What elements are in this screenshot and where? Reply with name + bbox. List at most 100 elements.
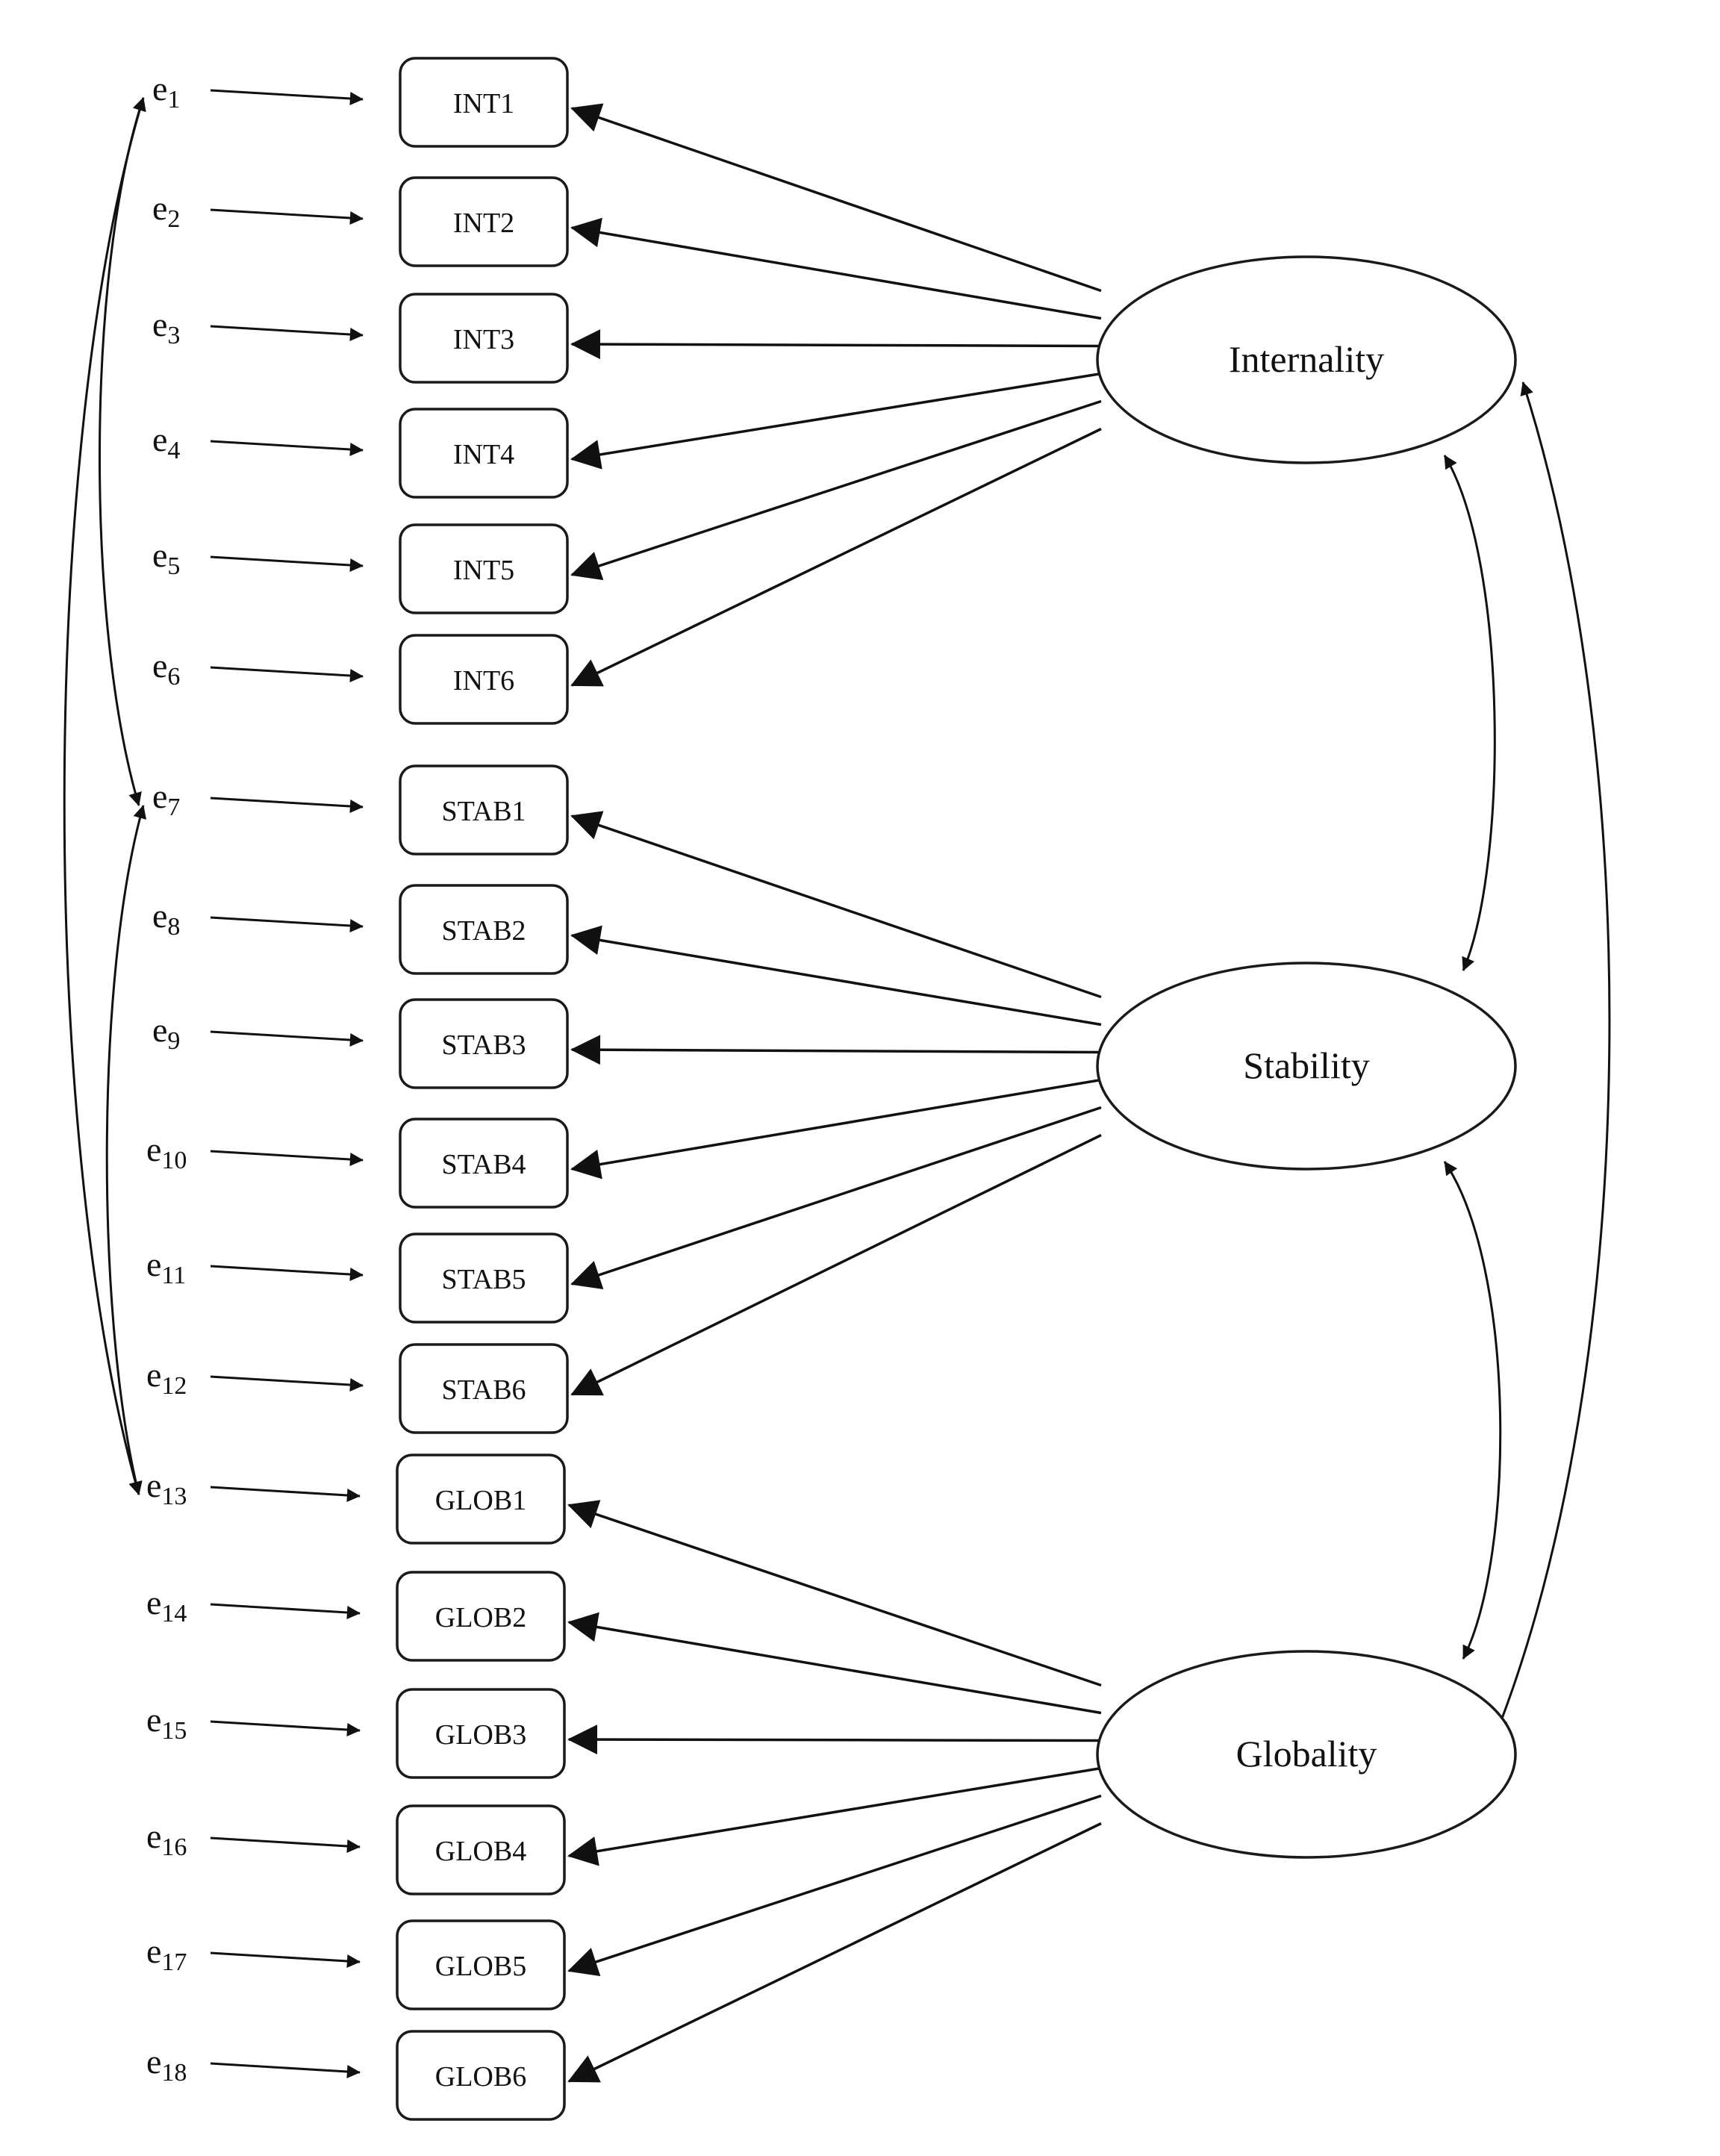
- error-arrow-e18: [210, 2062, 361, 2078]
- indicator-label-stab6: STAB6: [441, 1374, 526, 1406]
- error-arrow-e13: [210, 1486, 361, 1502]
- indicator-label-stab4: STAB4: [441, 1149, 526, 1180]
- indicator-box-stab2: [399, 884, 569, 975]
- indicator-box-glob5: [396, 1919, 566, 2010]
- error-arrow-e15: [210, 1720, 361, 1736]
- factor-covariance-internality-globality: [1495, 381, 1611, 1733]
- error-arrow-e3: [210, 325, 364, 341]
- error-label-e10: e10: [146, 1130, 187, 1174]
- error-label-e17: e17: [146, 1932, 187, 1976]
- indicator-label-int3: INT3: [453, 324, 514, 355]
- error-label-e6: e6: [152, 647, 180, 691]
- loading-arrow-glob4: [567, 1766, 1102, 1866]
- loading-arrow-glob2: [567, 1612, 1102, 1715]
- factor-label-stability: Stability: [1243, 1044, 1369, 1086]
- indicator-label-glob4: GLOB4: [435, 1836, 526, 1867]
- loading-arrow-int1: [570, 103, 1102, 293]
- indicator-box-stab4: [399, 1118, 569, 1209]
- indicator-label-stab5: STAB5: [441, 1264, 526, 1295]
- indicator-box-glob3: [396, 1688, 566, 1779]
- error-arrow-e8: [210, 916, 364, 932]
- error-label-e15: e15: [146, 1701, 187, 1745]
- indicator-label-glob5: GLOB5: [435, 1951, 526, 1982]
- error-label-e4: e4: [152, 420, 180, 464]
- indicator-box-int3: [399, 293, 569, 384]
- loading-arrow-stab2: [570, 925, 1102, 1026]
- indicator-label-int6: INT6: [453, 665, 514, 697]
- indicator-label-stab3: STAB3: [441, 1029, 526, 1061]
- error-arrow-e1: [210, 89, 364, 105]
- error-arrow-e4: [210, 440, 364, 456]
- error-label-e7: e7: [152, 777, 180, 821]
- loading-arrow-stab4: [570, 1078, 1102, 1180]
- indicator-label-glob6: GLOB6: [435, 2061, 526, 2093]
- factor-covariance-internality-stability: [1443, 455, 1496, 971]
- error-covariance-e1-e7: [99, 97, 146, 806]
- factor-label-internality: Internality: [1229, 338, 1384, 380]
- factor-ellipse-globality: [1096, 1650, 1517, 1859]
- indicator-label-glob3: GLOB3: [435, 1719, 526, 1751]
- loading-arrow-glob6: [567, 1822, 1102, 2083]
- loading-arrow-glob5: [567, 1794, 1102, 1977]
- error-label-e5: e5: [152, 536, 180, 580]
- indicator-label-stab2: STAB2: [441, 915, 526, 947]
- loading-arrow-int5: [570, 399, 1102, 581]
- error-arrow-e14: [210, 1603, 361, 1619]
- error-label-e2: e2: [152, 189, 180, 233]
- error-arrow-e5: [210, 555, 364, 572]
- error-arrow-e17: [210, 1951, 361, 1968]
- loading-arrow-stab5: [570, 1106, 1102, 1289]
- indicator-box-stab6: [399, 1343, 569, 1434]
- loading-arrow-int6: [570, 427, 1102, 687]
- indicator-label-int1: INT1: [453, 88, 514, 119]
- indicator-box-int1: [399, 57, 569, 148]
- error-label-e9: e9: [152, 1011, 180, 1055]
- indicator-label-int4: INT4: [453, 439, 514, 470]
- factor-covariance-stability-globality: [1443, 1161, 1502, 1660]
- factor-ellipse-internality: [1096, 255, 1517, 464]
- error-covariance-e1-e13: [63, 97, 146, 1495]
- error-arrow-e9: [210, 1030, 364, 1047]
- loading-arrow-glob1: [567, 1500, 1102, 1687]
- indicator-box-stab3: [399, 998, 569, 1089]
- indicator-label-stab1: STAB1: [441, 796, 526, 827]
- error-label-e13: e13: [146, 1466, 187, 1510]
- loading-arrow-stab1: [570, 811, 1102, 999]
- factor-ellipse-stability: [1096, 962, 1517, 1171]
- loading-arrow-int2: [570, 217, 1102, 320]
- indicator-label-int2: INT2: [453, 208, 514, 239]
- error-arrow-e11: [210, 1265, 364, 1281]
- error-arrow-e16: [210, 1836, 361, 1853]
- indicator-label-glob1: GLOB1: [435, 1485, 526, 1516]
- loading-arrow-glob3: [567, 1725, 1102, 1755]
- indicator-box-int5: [399, 523, 569, 614]
- error-label-e3: e3: [152, 305, 180, 349]
- indicator-box-glob4: [396, 1804, 566, 1895]
- error-label-e16: e16: [146, 1817, 187, 1861]
- indicator-box-int6: [399, 634, 569, 725]
- loading-arrow-stab3: [570, 1035, 1102, 1065]
- error-covariance-e7-e13: [105, 805, 147, 1495]
- factor-label-globality: Globality: [1236, 1733, 1377, 1775]
- error-label-e11: e11: [146, 1245, 186, 1289]
- error-arrow-e7: [210, 797, 364, 813]
- error-label-e18: e18: [146, 2043, 187, 2087]
- indicator-box-int2: [399, 176, 569, 267]
- loading-arrow-int4: [570, 372, 1102, 470]
- loading-arrow-stab6: [570, 1133, 1102, 1396]
- indicator-box-glob1: [396, 1454, 566, 1545]
- indicator-box-glob6: [396, 2030, 566, 2121]
- error-arrow-e6: [210, 666, 364, 682]
- error-arrow-e2: [210, 208, 364, 225]
- error-label-e12: e12: [146, 1356, 187, 1400]
- error-label-e14: e14: [146, 1583, 187, 1627]
- indicator-box-glob2: [396, 1571, 566, 1662]
- indicator-box-stab5: [399, 1233, 569, 1324]
- indicator-label-int5: INT5: [453, 555, 514, 586]
- error-arrow-e12: [210, 1375, 364, 1392]
- indicator-box-stab1: [399, 764, 569, 856]
- error-label-e8: e8: [152, 897, 180, 941]
- indicator-label-glob2: GLOB2: [435, 1602, 526, 1633]
- indicator-box-int4: [399, 408, 569, 499]
